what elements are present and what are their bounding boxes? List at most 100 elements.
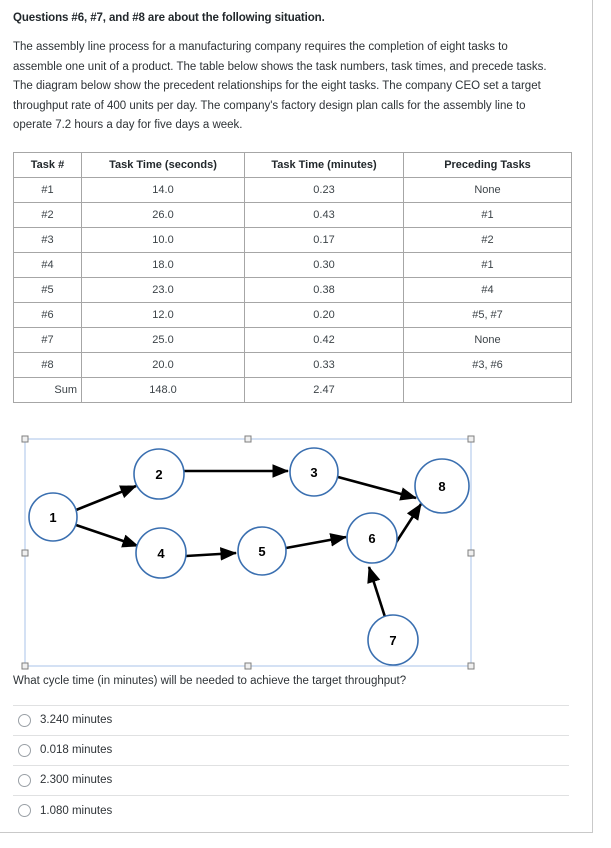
option-label: 2.300 minutes <box>40 774 113 786</box>
node-7-circle <box>367 613 419 666</box>
prompt-heading: Questions #6, #7, and #8 are about the f… <box>13 12 325 24</box>
table-row: #3 10.0 0.17 #2 <box>13 226 572 253</box>
option-row-4[interactable]: 1.080 minutes <box>13 796 569 826</box>
option-label: 0.018 minutes <box>40 744 113 756</box>
cell-task-number: #7 <box>13 326 82 353</box>
radio-icon[interactable] <box>18 773 31 787</box>
precedence-diagram-svg: 1 2 3 4 5 <box>21 435 475 669</box>
column-header-preceding-tasks: Preceding Tasks <box>403 151 572 178</box>
node-5[interactable]: 5 <box>237 525 287 576</box>
node-4[interactable]: 4 <box>135 526 187 579</box>
column-header-task-time-seconds: Task Time (seconds) <box>81 151 245 178</box>
option-row-2[interactable]: 0.018 minutes <box>13 736 569 766</box>
node-5-label: 5 <box>258 544 265 559</box>
selection-handle-middle-right[interactable] <box>467 549 475 556</box>
edge-1-to-2 <box>75 484 137 511</box>
task-table: Task # Task Time (seconds) Task Time (mi… <box>13 151 572 403</box>
selection-handle-middle-left[interactable] <box>21 549 29 556</box>
cell-task-number: #5 <box>13 276 82 303</box>
node-4-circle <box>135 526 187 579</box>
task-table-body: #1 14.0 0.23 None #2 26.0 0.43 #1 #3 10.… <box>13 176 572 403</box>
edge-7-to-6 <box>367 565 387 617</box>
task-table-head: Task # Task Time (seconds) Task Time (mi… <box>13 151 572 178</box>
node-1-circle <box>28 491 78 542</box>
edge-5-to-6 <box>285 532 348 549</box>
edge-3-to-8 <box>337 475 418 500</box>
node-3[interactable]: 3 <box>289 446 339 497</box>
node-8[interactable]: 8 <box>414 457 470 514</box>
column-header-task-time-minutes: Task Time (minutes) <box>244 151 404 178</box>
node-7-label: 7 <box>389 633 396 648</box>
table-row: #7 25.0 0.42 None <box>13 326 572 353</box>
precedence-diagram: 1 2 3 4 5 <box>13 425 570 675</box>
table-row: #2 26.0 0.43 #1 <box>13 201 572 228</box>
cell-time-minutes: 0.30 <box>244 251 404 278</box>
cell-preceding-tasks: #5, #7 <box>403 301 572 328</box>
node-2-label: 2 <box>155 467 162 482</box>
table-row: #1 14.0 0.23 None <box>13 176 572 203</box>
option-label: 3.240 minutes <box>40 714 113 726</box>
node-6-label: 6 <box>368 531 375 546</box>
node-7[interactable]: 7 <box>367 613 419 666</box>
cell-preceding-tasks: #4 <box>403 276 572 303</box>
cell-preceding-tasks: None <box>403 326 572 353</box>
cell-preceding-tasks: #2 <box>403 226 572 253</box>
cell-task-number: #1 <box>13 176 82 203</box>
cell-preceding-tasks: None <box>403 176 572 203</box>
cell-task-number: #4 <box>13 251 82 278</box>
cell-preceding-tasks: #1 <box>403 251 572 278</box>
page-content: Questions #6, #7, and #8 are about the f… <box>13 12 572 826</box>
cell-time-seconds: 20.0 <box>81 351 245 378</box>
cell-task-number: #3 <box>13 226 82 253</box>
edge-1-to-4 <box>75 523 139 547</box>
column-header-task-number: Task # <box>13 151 82 178</box>
node-5-circle <box>237 525 287 576</box>
node-3-circle <box>289 446 339 497</box>
cell-time-seconds: 23.0 <box>81 276 245 303</box>
precedence-nodes: 1 2 3 4 5 <box>28 446 470 666</box>
node-8-circle <box>414 457 470 514</box>
cell-time-seconds: 12.0 <box>81 301 245 328</box>
table-row: #5 23.0 0.38 #4 <box>13 276 572 303</box>
prompt-body: The assembly line process for a manufact… <box>13 41 547 131</box>
option-row-3[interactable]: 2.300 minutes <box>13 766 569 796</box>
option-label: 1.080 minutes <box>40 804 113 817</box>
selection-handle-bottom-center[interactable] <box>244 662 252 669</box>
selection-handle-bottom-right[interactable] <box>467 662 475 669</box>
cell-time-seconds: 14.0 <box>81 176 245 203</box>
cell-sum-label: Sum <box>13 376 82 403</box>
table-row: #4 18.0 0.30 #1 <box>13 251 572 278</box>
edge-4-to-5 <box>185 546 238 561</box>
node-6[interactable]: 6 <box>346 511 398 564</box>
cell-time-seconds: 26.0 <box>81 201 245 228</box>
node-6-circle <box>346 511 398 564</box>
selection-handle-top-left[interactable] <box>21 435 29 442</box>
table-sum-row: Sum 148.0 2.47 <box>13 376 572 403</box>
cell-time-minutes: 0.42 <box>244 326 404 353</box>
cell-task-number: #8 <box>13 351 82 378</box>
option-row-1[interactable]: 3.240 minutes <box>13 706 569 736</box>
cell-task-number: #6 <box>13 301 82 328</box>
node-8-label: 8 <box>438 479 445 494</box>
cell-time-minutes: 0.43 <box>244 201 404 228</box>
table-row: #8 20.0 0.33 #3, #6 <box>13 351 572 378</box>
cell-time-minutes: 0.20 <box>244 301 404 328</box>
radio-icon[interactable] <box>18 713 31 727</box>
cell-sum-minutes: 2.47 <box>244 376 404 403</box>
node-1[interactable]: 1 <box>28 491 78 542</box>
selection-handle-bottom-left[interactable] <box>21 662 29 669</box>
node-4-label: 4 <box>157 546 165 561</box>
selection-handle-top-center[interactable] <box>244 435 252 442</box>
cell-time-seconds: 18.0 <box>81 251 245 278</box>
cell-sum-seconds: 148.0 <box>81 376 245 403</box>
cell-task-number: #2 <box>13 201 82 228</box>
node-1-label: 1 <box>49 510 56 525</box>
node-2[interactable]: 2 <box>133 447 185 500</box>
radio-icon[interactable] <box>18 743 31 757</box>
cell-time-minutes: 0.38 <box>244 276 404 303</box>
selection-handle-top-right[interactable] <box>467 435 475 442</box>
cell-time-minutes: 0.17 <box>244 226 404 253</box>
radio-icon[interactable] <box>18 804 31 817</box>
cell-preceding-tasks: #3, #6 <box>403 351 572 378</box>
selection-frame[interactable] <box>21 435 475 669</box>
